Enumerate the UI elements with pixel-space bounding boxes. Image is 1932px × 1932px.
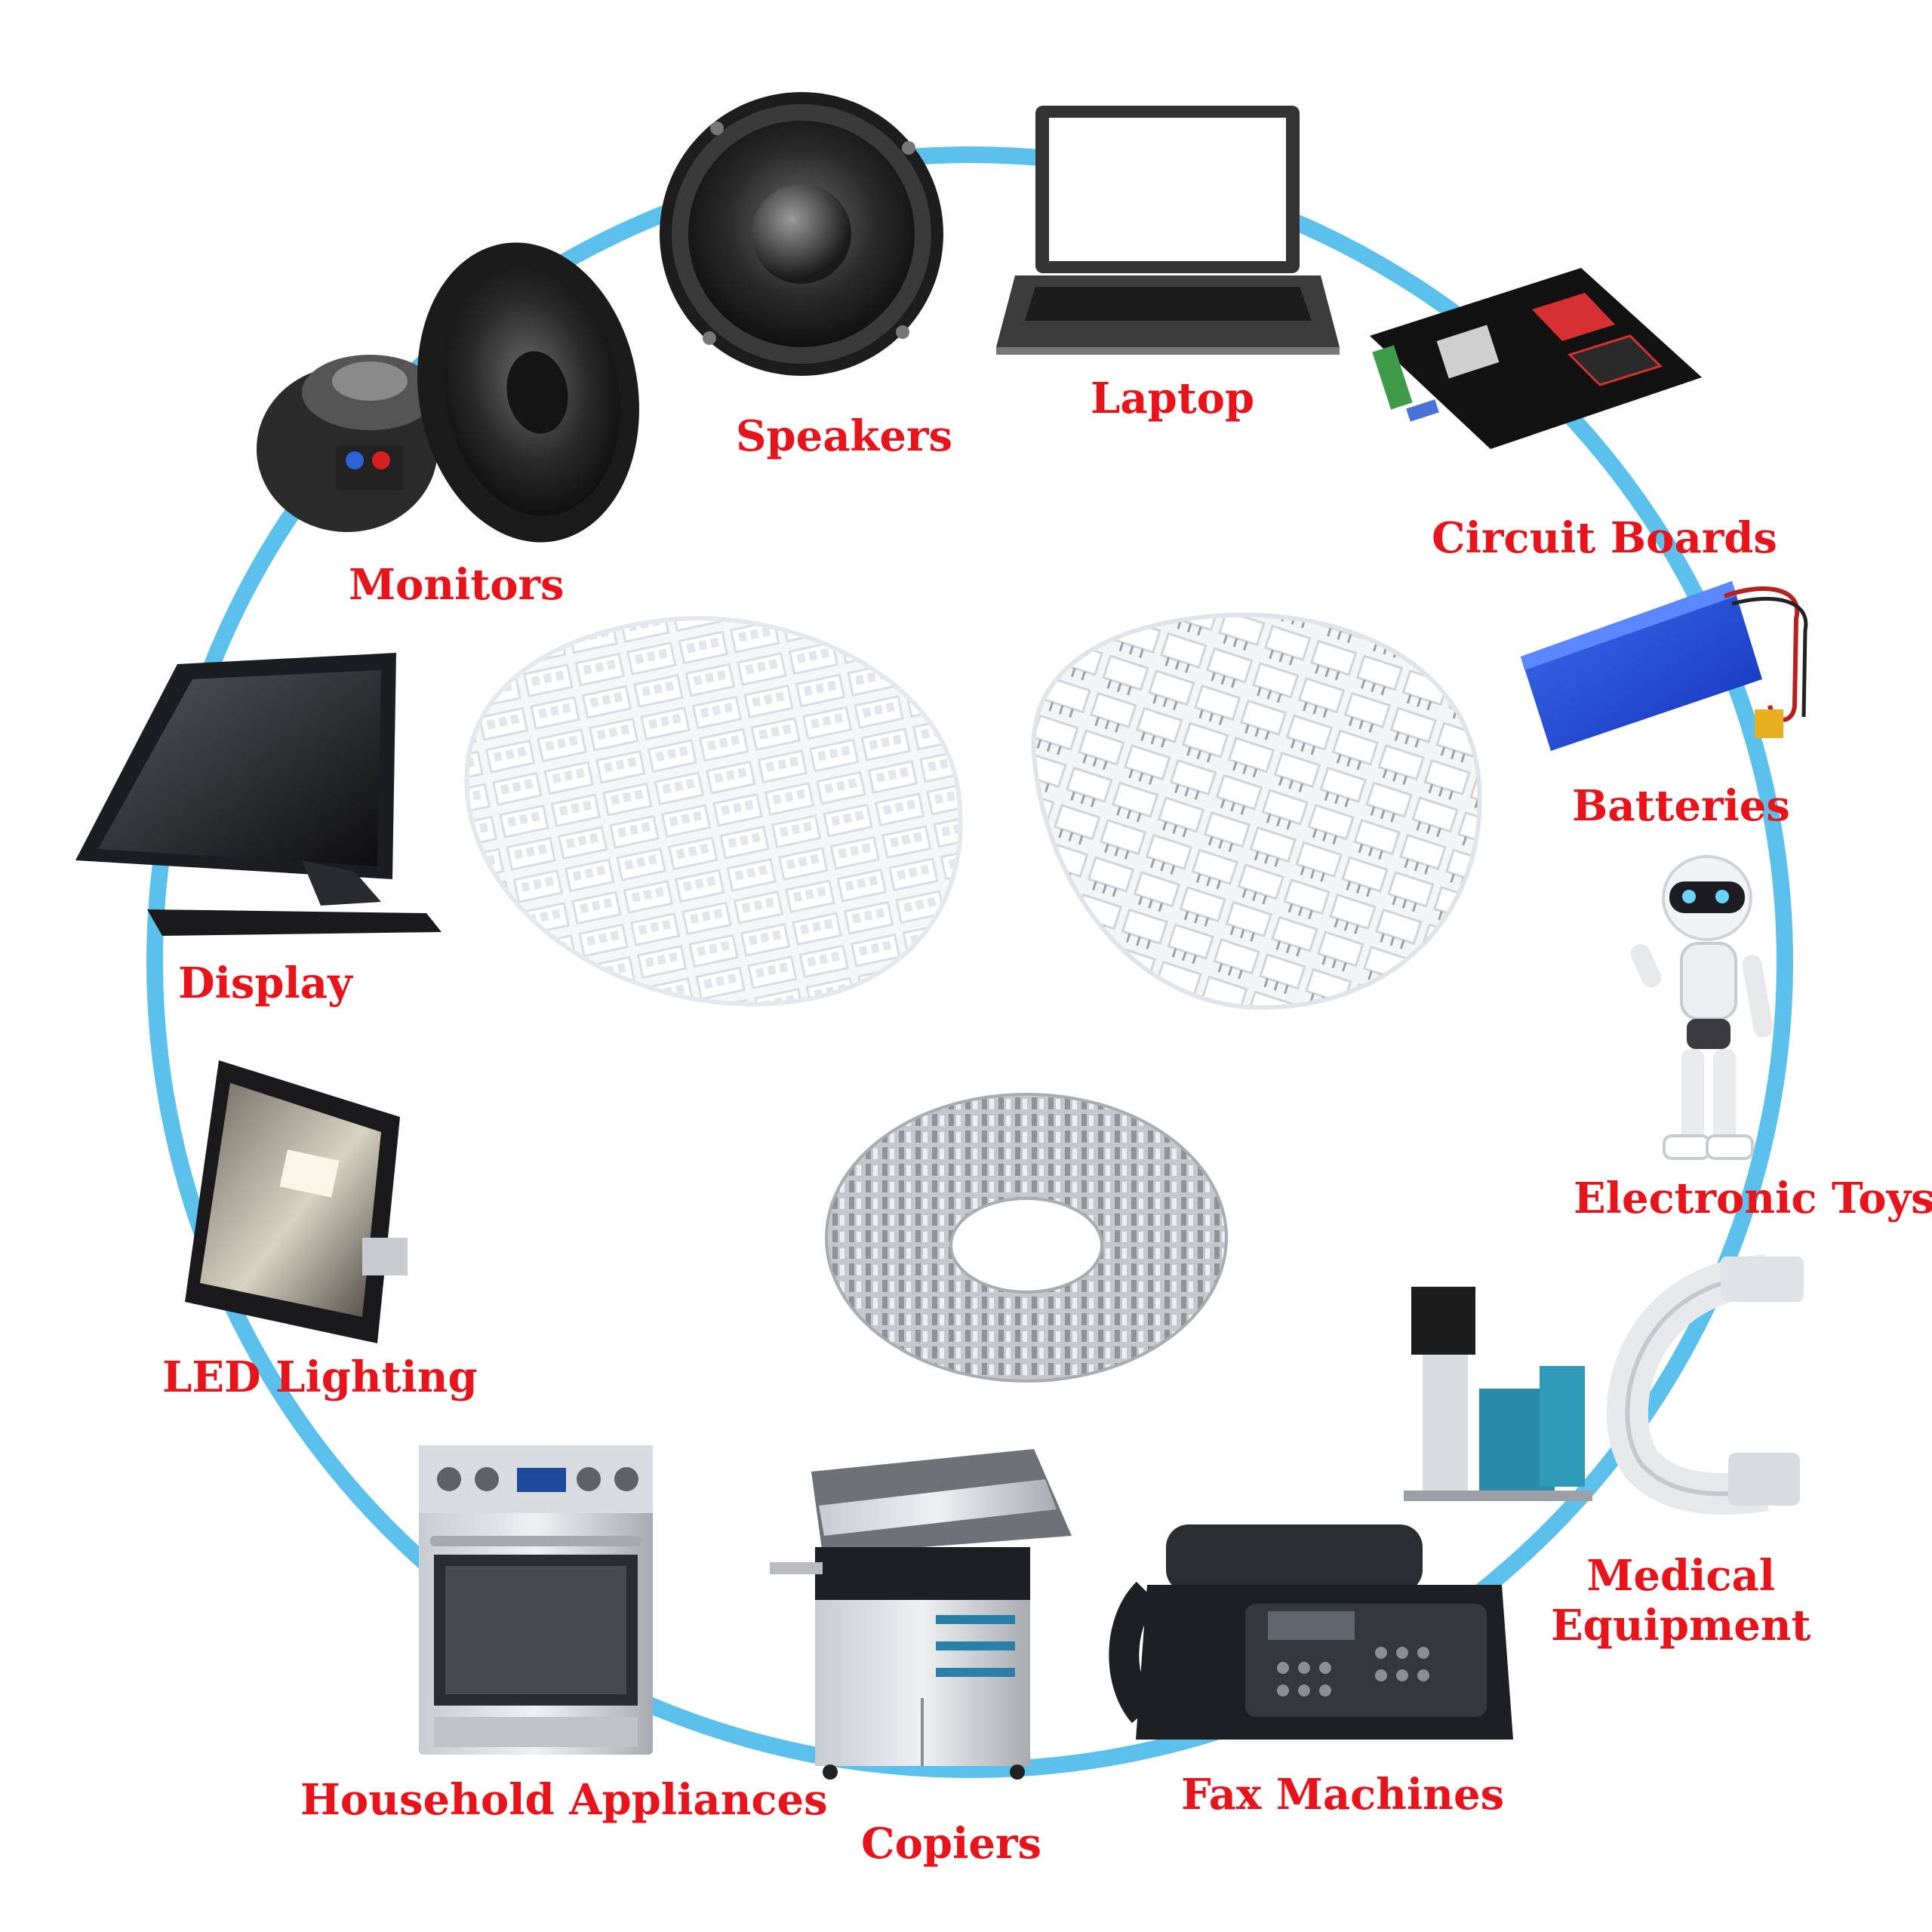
- label-speakers: Speakers: [736, 411, 952, 461]
- label-laptop: Laptop: [1091, 374, 1255, 423]
- label-led-lighting: LED Lighting: [162, 1352, 478, 1402]
- label-electronic-toys: Electronic Toys: [1574, 1174, 1932, 1223]
- motherboard-icon: [1370, 268, 1702, 449]
- label-medical-equipment: Medical Equipment: [1551, 1551, 1810, 1651]
- ring-circle: [146, 146, 1793, 1778]
- crimp-terminal-reel-icon: [824, 1093, 1229, 1383]
- loudspeaker-driver-icon: [660, 92, 943, 376]
- label-circuit-boards: Circuit Boards: [1432, 513, 1777, 563]
- led-floodlight-icon: [185, 1060, 408, 1343]
- label-medical-equipment-line1: Medical: [1586, 1551, 1776, 1601]
- pin-header-connectors-pile-icon: [1031, 612, 1482, 1011]
- touchscreen-display-icon: [75, 653, 441, 936]
- oven-icon: [419, 1445, 653, 1755]
- housing-connectors-pile-icon: [464, 616, 963, 1007]
- label-batteries: Batteries: [1572, 781, 1790, 831]
- laptop-icon: [996, 106, 1340, 355]
- label-copiers: Copiers: [861, 1819, 1042, 1869]
- label-household-appliances: Household Appliances: [300, 1775, 828, 1825]
- label-fax-machines: Fax Machines: [1181, 1770, 1505, 1820]
- battery-pack-icon: [1521, 581, 1808, 751]
- robot-toy-icon: [1630, 855, 1774, 1160]
- fax-machine-icon: [1109, 1524, 1513, 1740]
- label-display: Display: [178, 958, 352, 1008]
- label-monitors: Monitors: [349, 560, 565, 610]
- medical-c-arm-icon: [1404, 1254, 1804, 1515]
- subwoofer-driver-icon: [257, 242, 639, 543]
- label-medical-equipment-line2: Equipment: [1551, 1601, 1811, 1651]
- photocopier-icon: [770, 1449, 1072, 1780]
